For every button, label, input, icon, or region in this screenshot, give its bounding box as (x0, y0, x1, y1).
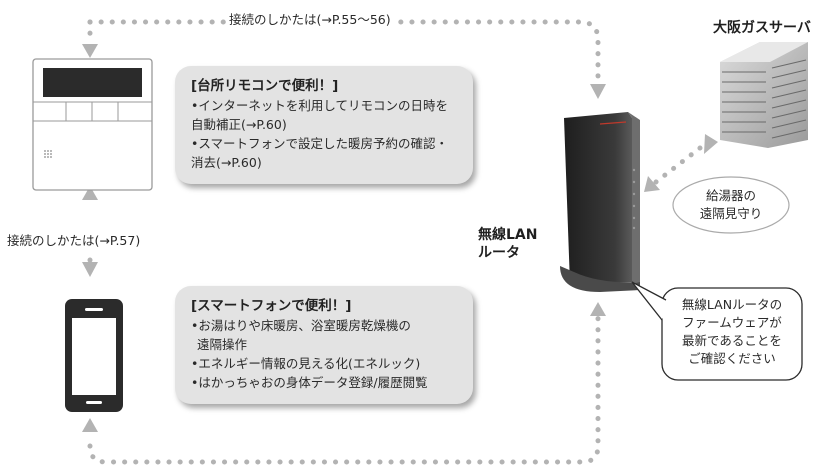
water-heater-bubble: 給湯器の 遠隔見守り (673, 187, 789, 223)
router-label-line2: ルータ (478, 245, 520, 261)
water-heater-line1: 給湯器の (705, 188, 756, 203)
list-item: 消去(→P.60) (191, 155, 262, 170)
server-label: 大阪ガスサーバ (713, 20, 811, 36)
list-item: •はかっちゃおの身体データ登録/履歴閲覧 (191, 375, 428, 390)
wireless-router-icon (560, 112, 640, 292)
water-heater-line2: 遠隔見守り (699, 206, 763, 221)
list-item: •インターネットを利用してリモコンの日時を (191, 98, 448, 113)
water-heater-bubble-shape (672, 176, 790, 234)
remote-controller-icon (32, 58, 153, 191)
firmware-line: 無線LANルータの (681, 297, 783, 312)
arrowheads (82, 44, 718, 432)
list-item: 自動補正(→P.60) (191, 117, 287, 132)
list-item: •スマートフォンで設定した暖房予約の確認・ (191, 136, 448, 151)
smartphone-icon (65, 299, 123, 412)
firmware-line: 最新であることを (682, 333, 782, 348)
list-item: •エネルギー情報の見える化(エネルック) (191, 356, 421, 371)
smartphone-benefits-box: [スマートフォンで便利！] •お湯はりや床暖房、浴室暖房乾燥機の 遠隔操作 •エ… (175, 286, 473, 404)
server-rack-icon (720, 42, 808, 148)
left-connection-link[interactable]: 接続のしかたは(→P.57) (4, 232, 144, 250)
list-item: 遠隔操作 (197, 337, 248, 352)
router-label: 無線LAN ルータ (478, 226, 537, 262)
smartphone-benefits-title: [スマートフォンで便利！] (191, 298, 352, 314)
firmware-line: ご確認ください (688, 351, 776, 366)
firmware-line: ファームウェアが (682, 315, 782, 330)
firmware-callout-shape (631, 281, 803, 381)
firmware-callout: 無線LANルータの ファームウェアが 最新であることを ご確認ください (664, 296, 800, 368)
router-label-line1: 無線LAN (478, 227, 538, 243)
list-item: •お湯はりや床暖房、浴室暖房乾燥機の (191, 318, 411, 333)
remote-benefits-box: [台所リモコンで便利！] •インターネットを利用してリモコンの日時を 自動補正(… (175, 66, 473, 184)
remote-benefits-title: [台所リモコンで便利！] (191, 78, 339, 94)
top-connection-link[interactable]: 接続のしかたは(→P.55〜56) (226, 11, 394, 29)
